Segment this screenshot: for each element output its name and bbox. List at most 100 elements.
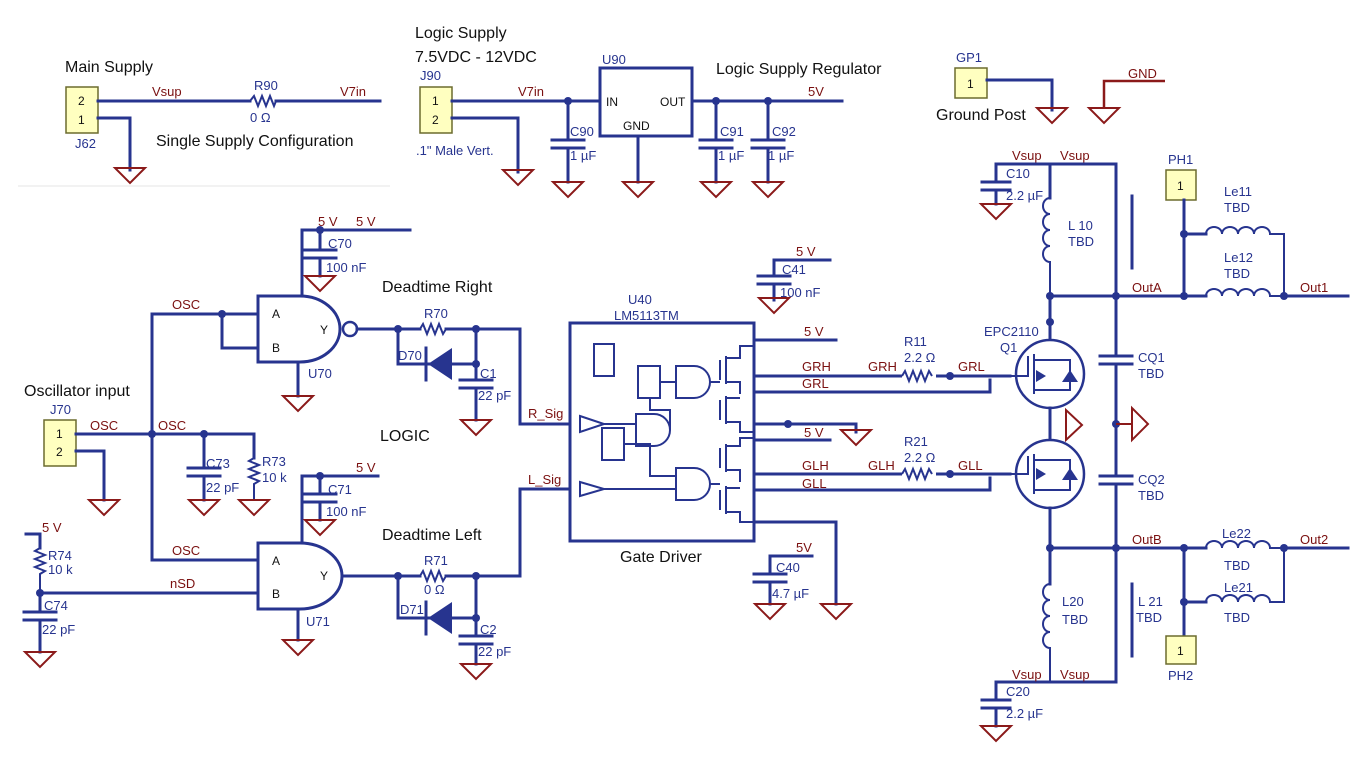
logic-regulator-title: Logic Supply Regulator (716, 61, 882, 78)
ph2-ref: PH2 (1168, 668, 1193, 683)
net-5v-u40b: 5 V (804, 425, 824, 440)
net-grl-u40: GRL (802, 376, 829, 391)
oscillator-section: Oscillator input J70 1 2 OSC OSC OSC OSC… (24, 297, 287, 562)
logic-label: LOGIC (380, 428, 430, 445)
c70-ref: C70 (328, 236, 352, 251)
c74-value: 22 pF (42, 622, 75, 637)
u40-ref: U40 (628, 292, 652, 307)
resistor-r21 (901, 466, 933, 482)
net-osc-j70: OSC (90, 418, 118, 433)
c20-value: 2.2 µF (1006, 706, 1043, 721)
resistor-r11 (901, 368, 933, 384)
deadtime-right-section: 5 V 5 V C70 100 nF A B Y U70 Deadtime Ri… (218, 214, 574, 445)
net-5v-u70b: 5 V (356, 214, 376, 229)
le12-ref: Le12 (1224, 250, 1253, 265)
gate-driver-u40 (568, 321, 756, 543)
q1-part: EPC2110 (984, 324, 1039, 339)
deadtime-left-section: 5 V C71 100 nF A B Y U71 Deadtime Left R… (256, 460, 574, 680)
r71-ref: R71 (424, 553, 448, 568)
r90-ref: R90 (254, 78, 278, 93)
j90-pin2: 2 (432, 113, 439, 127)
u71-pin-a: A (272, 554, 280, 568)
deadtime-left-title: Deadtime Left (382, 527, 482, 544)
net-gnd: GND (1128, 66, 1157, 81)
j70-pin2: 2 (56, 445, 63, 459)
resistor-r73 (246, 457, 262, 500)
l10-ref: L 10 (1068, 218, 1093, 233)
inductor-le12 (1205, 288, 1284, 297)
c92-ref: C92 (772, 124, 796, 139)
le22-ref: Le22 (1222, 526, 1251, 541)
inductor-l10 (1042, 197, 1051, 296)
net-v7in-main: V7in (340, 84, 366, 99)
j70-ref: J70 (50, 402, 71, 417)
u70-pin-a: A (272, 307, 280, 321)
inductor-l20 (1042, 583, 1051, 682)
resistor-r71 (419, 568, 447, 584)
r90-value: 0 Ω (250, 110, 271, 125)
c2-value: 22 pF (478, 644, 511, 659)
net-v7in-logic: V7in (518, 84, 544, 99)
gate-driver-section: U40 LM5113TM (568, 244, 1012, 620)
le11-value: TBD (1224, 200, 1250, 215)
inductor-le21 (1205, 548, 1285, 603)
l20-ref: L20 (1062, 594, 1084, 609)
c10-value: 2.2 µF (1006, 188, 1043, 203)
logic-supply-section: Logic Supply 7.5VDC - 12VDC J90 1 2 .1" … (415, 25, 882, 198)
l21-ref: L 21 (1138, 594, 1163, 609)
and-gate-u71 (256, 541, 344, 611)
r74-value: 10 k (48, 562, 73, 577)
nand-gate-u70 (256, 294, 342, 364)
u71-ref: U71 (306, 614, 330, 629)
u70-pin-y: Y (320, 323, 328, 337)
r73-ref: R73 (262, 454, 286, 469)
c1-value: 22 pF (478, 388, 511, 403)
net-5v-u70a: 5 V (318, 214, 338, 229)
c2-ref: C2 (480, 622, 497, 637)
le12-value: TBD (1224, 266, 1250, 281)
le21-value: TBD (1224, 610, 1250, 625)
gate-resistors: GRH R11 2.2 Ω GRL GLH R21 2.2 Ω GLL (868, 334, 985, 482)
ph2-pin1: 1 (1177, 644, 1184, 658)
resistor-r70 (419, 321, 447, 337)
c90-value: 1 µF (570, 148, 596, 163)
c71-ref: C71 (328, 482, 352, 497)
inductor-le22 (1205, 540, 1284, 549)
net-outa: OutA (1132, 280, 1162, 295)
net-glh-u40: GLH (802, 458, 829, 473)
gate-driver-label: Gate Driver (620, 549, 702, 566)
connector-j70 (43, 419, 77, 467)
ground-post-section: GP1 1 Ground Post GND (936, 50, 1165, 124)
logic-supply-range: 7.5VDC - 12VDC (415, 49, 537, 66)
d70-ref: D70 (398, 348, 422, 363)
l10-value: TBD (1068, 234, 1094, 249)
net-5v-c40: 5V (796, 540, 812, 555)
net-5v-u71: 5 V (356, 460, 376, 475)
le22-value: TBD (1224, 558, 1250, 573)
j62-ref: J62 (75, 136, 96, 151)
c10-ref: C10 (1006, 166, 1030, 181)
c92-value: 1 µF (768, 148, 794, 163)
q1-ref: Q1 (1000, 340, 1017, 355)
c90-ref: C90 (570, 124, 594, 139)
connector-ph2 (1165, 635, 1197, 665)
net-out2: Out2 (1300, 532, 1328, 547)
r70-ref: R70 (424, 306, 448, 321)
connector-gp1 (954, 67, 988, 99)
net-r-sig: R_Sig (528, 406, 563, 421)
main-supply-section: Main Supply 2 1 J62 Vsup V7in R90 0 Ω Si… (18, 59, 390, 187)
c91-ref: C91 (720, 124, 744, 139)
gp1-ref: GP1 (956, 50, 982, 65)
net-5v-c41: 5 V (796, 244, 816, 259)
u71-pin-y: Y (320, 569, 328, 583)
j62-pin2: 2 (78, 94, 85, 108)
net-5v-u40a: 5 V (804, 324, 824, 339)
gp1-pin1: 1 (967, 77, 974, 91)
u90-gnd: GND (623, 119, 650, 133)
oscillator-title: Oscillator input (24, 383, 130, 400)
j62-pin1: 1 (78, 113, 85, 127)
deadtime-right-title: Deadtime Right (382, 279, 493, 296)
le11-ref: Le11 (1224, 184, 1252, 199)
net-outb: OutB (1132, 532, 1162, 547)
net-l-sig: L_Sig (528, 472, 561, 487)
